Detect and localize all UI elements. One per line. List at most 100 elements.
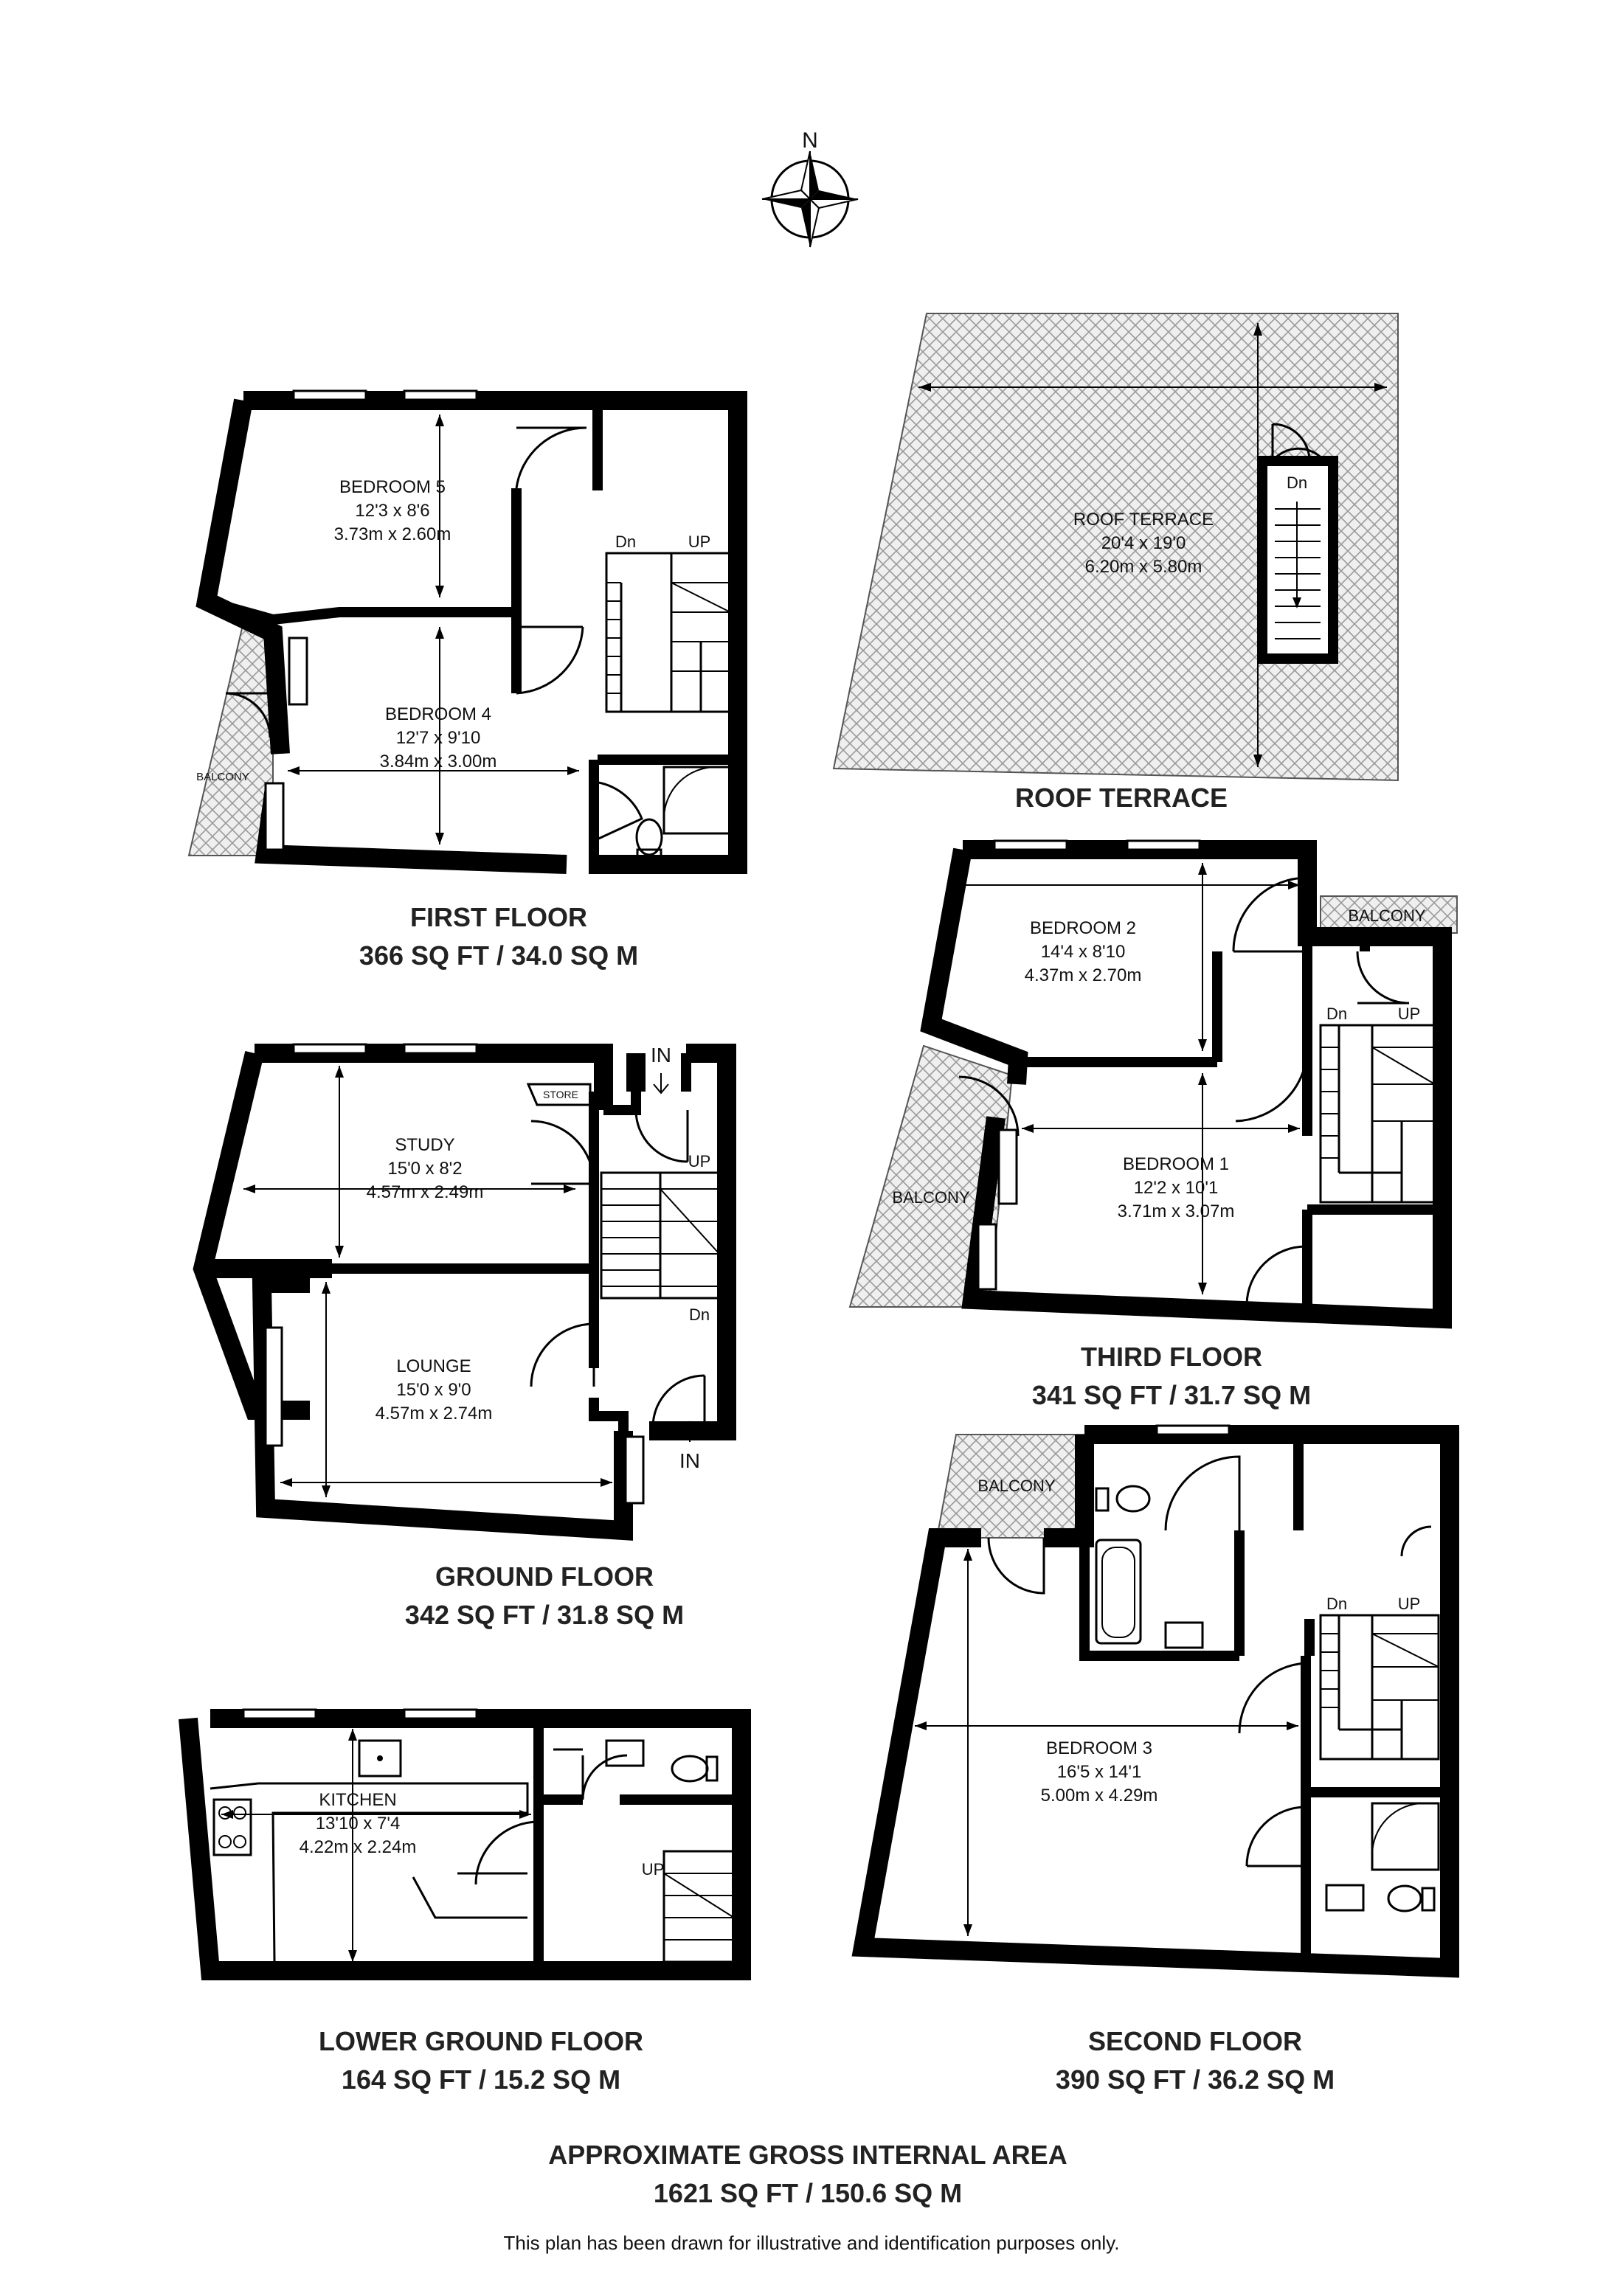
third-floor-windows	[977, 839, 1201, 1291]
second-floor-title: SECOND FLOOR	[1088, 2026, 1302, 2056]
lower-ground-staircase: UP	[642, 1850, 736, 1963]
entrance-bottom-arrow-icon	[682, 1421, 698, 1442]
third-floor-title: THIRD FLOOR	[1081, 1342, 1262, 1372]
kitchen-metric: 4.22m x 2.24m	[300, 1837, 417, 1857]
first-floor-plan: BALCONY	[187, 389, 747, 971]
first-floor-dimension-arrows	[288, 415, 579, 844]
first-floor-stair-up-label: UP	[688, 533, 711, 551]
bedroom3-name: BEDROOM 3	[1046, 1738, 1152, 1758]
bedroom1-metric: 3.71m x 3.07m	[1118, 1201, 1235, 1221]
ground-floor-partitions	[280, 1092, 629, 1431]
roof-terrace-imperial: 20'4 x 19'0	[1101, 533, 1186, 553]
study-imperial: 15'0 x 8'2	[387, 1159, 462, 1179]
disclaimer-text: This plan has been drawn for illustrativ…	[504, 2232, 1120, 2254]
ground-floor-outer-wall-lower	[252, 1274, 736, 1541]
entrance-markers: IN IN	[651, 1044, 700, 1472]
ground-floor-plan: STORE UP Dn	[193, 1043, 736, 1630]
lower-ground-toilet-icon	[671, 1755, 709, 1783]
store-label: STORE	[543, 1089, 578, 1100]
roof-terrace-dimension-arrows	[918, 323, 1387, 767]
third-floor-balcony-west-label: BALCONY	[892, 1188, 969, 1207]
ground-floor-stair-dn-label: Dn	[689, 1305, 710, 1324]
ground-floor-staircase: UP Dn	[600, 1152, 721, 1324]
gross-area-heading: APPROXIMATE GROSS INTERNAL AREA	[548, 2140, 1067, 2170]
second-floor-basin-icon	[1164, 1621, 1204, 1649]
bedroom1-name: BEDROOM 1	[1123, 1154, 1229, 1174]
third-floor-balcony-east-label: BALCONY	[1348, 906, 1425, 925]
first-floor-title: FIRST FLOOR	[410, 902, 587, 932]
bedroom1-imperial: 12'2 x 10'1	[1134, 1178, 1219, 1198]
third-floor-doors	[958, 876, 1410, 1305]
bedroom3-imperial: 16'5 x 14'1	[1057, 1762, 1142, 1782]
roof-terrace-area	[832, 313, 1399, 782]
ground-floor-windows	[264, 1043, 645, 1505]
entrance-bottom-label: IN	[679, 1449, 700, 1472]
bedroom3-metric: 5.00m x 4.29m	[1041, 1786, 1158, 1806]
lower-ground-doors	[474, 1748, 628, 1885]
ground-floor-stair-up-label: UP	[688, 1152, 711, 1170]
second-floor-dimension-arrows	[915, 1549, 1298, 1936]
bath-icon	[1095, 1539, 1142, 1645]
second-floor-ensuite	[1325, 1802, 1440, 1912]
third-floor-balcony-east	[1320, 895, 1458, 934]
second-floor-staircase: Dn UP	[1319, 1595, 1440, 1761]
first-floor-stair-dn-label: Dn	[615, 533, 636, 551]
second-floor-stair-up-label: UP	[1398, 1595, 1421, 1613]
bedroom4-imperial: 12'7 x 9'10	[396, 728, 481, 748]
second-floor-area: 390 SQ FT / 36.2 SQ M	[1056, 2064, 1335, 2095]
bedroom5-name: BEDROOM 5	[339, 477, 446, 497]
first-floor-partition-stair-wc	[589, 400, 738, 864]
ground-floor-title: GROUND FLOOR	[435, 1561, 654, 1592]
third-floor-dimension-arrows	[952, 863, 1300, 1294]
bedroom5-imperial: 12'3 x 8'6	[355, 501, 429, 521]
second-floor-toilet-icon	[1115, 1485, 1151, 1513]
roof-terrace-metric: 6.20m x 5.80m	[1085, 557, 1202, 577]
lounge-imperial: 15'0 x 9'0	[396, 1380, 471, 1400]
first-floor-windows	[264, 389, 478, 851]
kitchen-sink-icon	[358, 1739, 402, 1778]
bedroom4-name: BEDROOM 4	[385, 704, 491, 724]
store-cupboard: STORE	[526, 1083, 592, 1106]
second-floor-bathroom	[1095, 1455, 1241, 1649]
kitchen-hob-icon	[212, 1798, 252, 1856]
first-floor-balcony	[187, 615, 274, 856]
first-floor-balcony-label: BALCONY	[196, 771, 249, 783]
third-floor-staircase: Dn UP	[1319, 1005, 1436, 1204]
gross-area-value: 1621 SQ FT / 150.6 SQ M	[654, 2178, 962, 2208]
lower-ground-wc	[605, 1739, 719, 1783]
second-floor-stair-dn-label: Dn	[1326, 1595, 1347, 1613]
entrance-top-arrow-icon	[653, 1073, 669, 1095]
ground-floor-outer-wall-upper	[193, 1044, 736, 1420]
second-floor-doors	[987, 1525, 1432, 1867]
roof-stair-dn-label: Dn	[1287, 474, 1307, 492]
third-floor-outer-wall	[961, 840, 1452, 1329]
lounge-metric: 4.57m x 2.74m	[376, 1404, 493, 1423]
first-floor-area: 366 SQ FT / 34.0 SQ M	[359, 940, 638, 971]
compass: N	[761, 128, 859, 248]
lower-ground-outer-wall	[179, 1709, 751, 1980]
ground-floor-dimension-arrows	[243, 1066, 612, 1497]
third-floor-area: 341 SQ FT / 31.7 SQ M	[1032, 1380, 1311, 1410]
study-metric: 4.57m x 2.49m	[367, 1182, 484, 1202]
lounge-name: LOUNGE	[396, 1356, 471, 1376]
bedroom2-metric: 4.37m x 2.70m	[1025, 965, 1142, 985]
second-floor-plan: BALCONY	[851, 1424, 1459, 2095]
lower-ground-title: LOWER GROUND FLOOR	[319, 2026, 643, 2056]
second-floor-balcony-label: BALCONY	[977, 1477, 1055, 1495]
kitchen-imperial: 13'10 x 7'4	[316, 1814, 401, 1834]
lower-ground-dimension-arrows	[221, 1729, 531, 1962]
ground-floor-doors	[530, 1109, 706, 1428]
roof-terrace-title: ROOF TERRACE	[1015, 783, 1228, 813]
roof-terrace-plan: Dn ROOF TERRACE 20'4 x 19'0 6.20m x 5.80…	[832, 313, 1399, 813]
bedroom2-name: BEDROOM 2	[1030, 918, 1136, 938]
third-floor-stair-up-label: UP	[1398, 1005, 1421, 1023]
kitchen-worktops	[210, 1739, 529, 1963]
third-floor-north-west-wall	[920, 847, 1028, 1085]
lower-ground-area: 164 SQ FT / 15.2 SQ M	[342, 2064, 620, 2095]
kitchen-name: KITCHEN	[319, 1790, 396, 1810]
third-floor-stair-dn-label: Dn	[1326, 1005, 1347, 1023]
ground-floor-area: 342 SQ FT / 31.8 SQ M	[405, 1600, 684, 1630]
bedroom2-imperial: 14'4 x 8'10	[1041, 942, 1126, 962]
second-floor-partitions	[1079, 1435, 1450, 1958]
